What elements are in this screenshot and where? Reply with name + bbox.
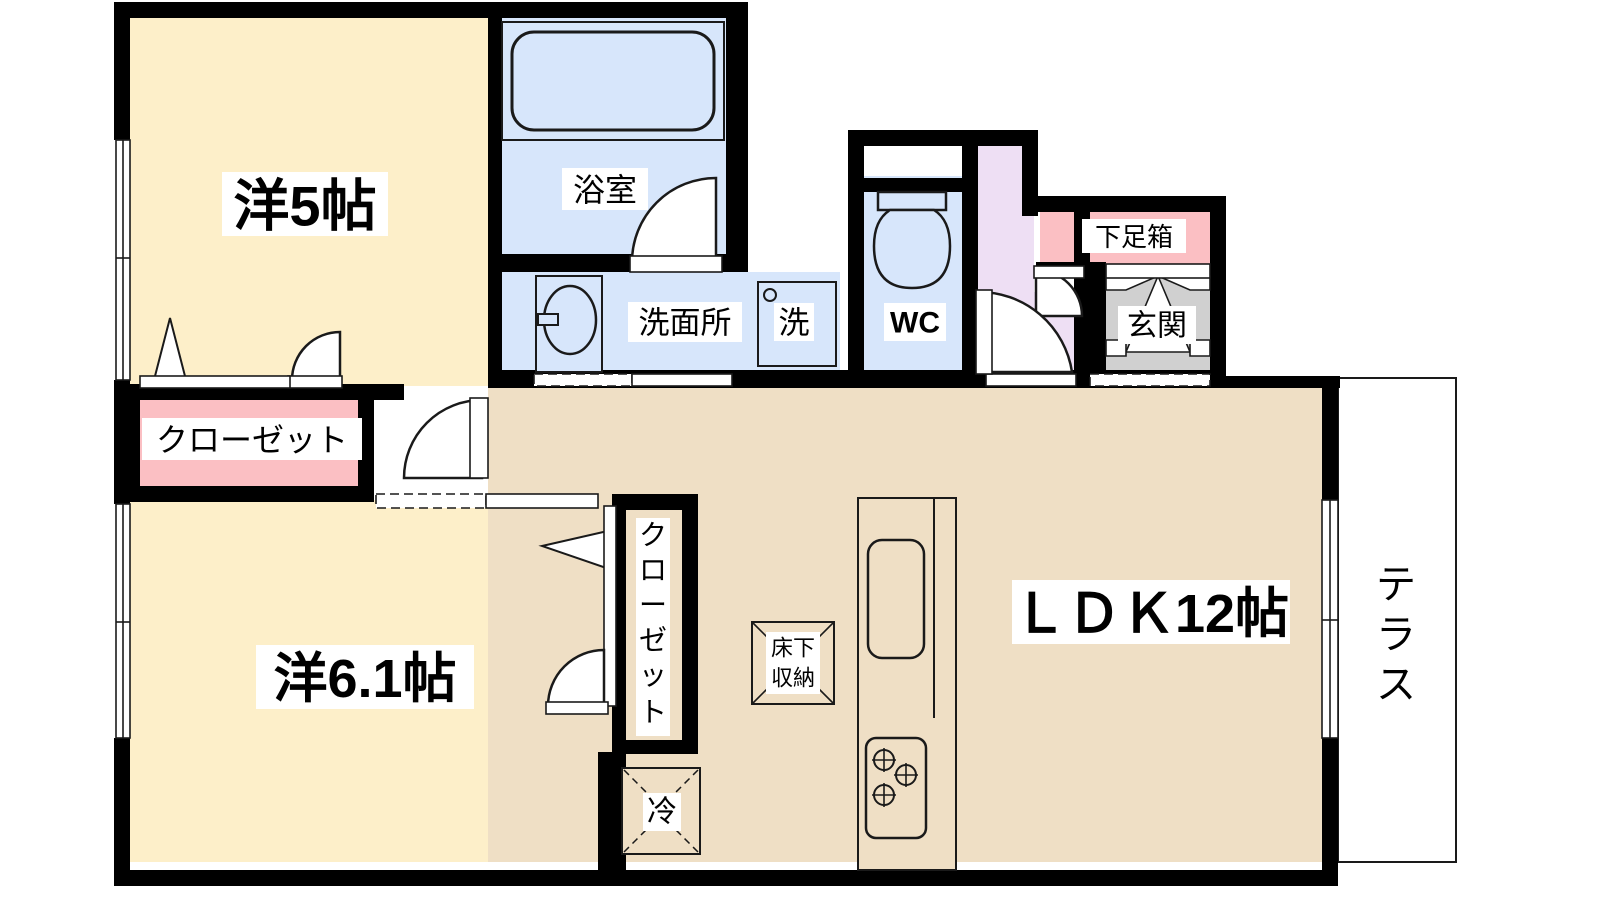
wall-west-c — [114, 738, 130, 886]
wall-wc-win-band — [848, 178, 964, 192]
window-wc-north — [864, 148, 962, 176]
wall-wc-left — [848, 130, 864, 384]
terrace: テ ラ ス — [1337, 377, 1457, 863]
wall-bath-right — [726, 2, 748, 268]
label-bedroom5: 洋5帖 — [222, 172, 388, 238]
wall-ldk-east-b — [1322, 738, 1338, 886]
windows — [115, 139, 1339, 739]
svg-text:クローゼット: クローゼット — [156, 422, 348, 458]
wall-ldk-east-a — [1322, 376, 1338, 500]
window-bedroom5-west — [115, 139, 131, 381]
terrace-label: テ ラ ス — [1376, 563, 1416, 707]
toilet-icon — [872, 190, 952, 290]
svg-text:ゼ: ゼ — [639, 625, 667, 656]
bathtub-icon — [501, 21, 725, 141]
wall-wc-top — [848, 130, 978, 146]
door-bedroom5 — [287, 330, 343, 389]
sliding-door-entry — [985, 373, 1211, 387]
label-fridge: 冷 — [643, 793, 681, 831]
svg-text:テ: テ — [1376, 563, 1416, 607]
sliding-door-washroom — [533, 373, 733, 387]
terrace-area — [1337, 377, 1457, 863]
label-closet-mid: ク ロ ー ゼ ッ ト — [636, 518, 670, 736]
svg-text:ー: ー — [639, 590, 667, 621]
door-bedroom5-folding — [139, 317, 291, 389]
wall-closetmid-bottom — [612, 740, 698, 754]
wall-hall-right-mid — [1074, 212, 1090, 384]
svg-text:ＬＤＫ12帖: ＬＤＫ12帖 — [1013, 584, 1289, 644]
gas-stove-icon — [864, 736, 928, 840]
wall-ldk-nook-left — [598, 752, 614, 872]
label-underfloor: 床下 収納 — [766, 632, 820, 694]
wall-genkan-left — [1088, 262, 1106, 386]
svg-text:洗: 洗 — [779, 306, 810, 341]
wall-entry-top — [1022, 196, 1226, 212]
label-ldk: ＬＤＫ12帖 — [1012, 580, 1290, 644]
svg-text:ロ: ロ — [639, 555, 667, 586]
svg-text:玄関: 玄関 — [1127, 310, 1187, 343]
svg-text:浴室: 浴室 — [573, 172, 637, 208]
svg-text:ク: ク — [639, 520, 667, 551]
wall-wc-right — [962, 146, 978, 384]
door-hall-bedroom5 — [402, 397, 489, 480]
door-hall-entry — [975, 289, 1074, 375]
label-bath: 浴室 — [562, 168, 648, 210]
doors — [139, 176, 1211, 715]
wall-hall-top — [962, 130, 1038, 146]
wall-closetmid-top — [612, 494, 698, 510]
label-bedroom6: 洋6.1帖 — [256, 645, 474, 709]
kitchen-sink-icon — [866, 538, 926, 660]
svg-text:ッ: ッ — [639, 660, 667, 691]
wall-closet-top-left — [126, 384, 140, 502]
wall-entry-right — [1210, 196, 1226, 384]
svg-text:ラ: ラ — [1376, 613, 1416, 657]
wall-closetmid-right — [682, 494, 698, 752]
window-ldk-east — [1321, 499, 1339, 739]
door-bath — [629, 176, 723, 273]
wall-closet-top-right — [358, 384, 374, 502]
label-closet-top: クローゼット — [142, 418, 362, 460]
svg-text:冷: 冷 — [647, 796, 677, 829]
door-genkan — [1105, 263, 1211, 279]
svg-text:収納: 収納 — [771, 666, 815, 691]
svg-text:ス: ス — [1376, 663, 1416, 707]
svg-text:WC: WC — [890, 307, 940, 340]
wall-washroom-left — [488, 268, 502, 384]
wall-closet-top-bottom — [126, 486, 374, 502]
label-genkan: 玄関 — [1118, 306, 1196, 344]
wall-west-a — [114, 2, 130, 140]
svg-text:床下: 床下 — [771, 636, 815, 661]
label-wc: WC — [884, 303, 946, 341]
label-shoebox: 下足箱 — [1082, 219, 1186, 253]
kitchen-counter — [857, 497, 957, 871]
room-labels: 洋5帖 浴室 洗面所 洗 WC 下足箱 玄関 — [142, 168, 1290, 831]
svg-text:洋5帖: 洋5帖 — [233, 175, 376, 238]
door-wc — [1033, 265, 1085, 318]
vanity-sink-icon — [535, 275, 603, 373]
wall-top — [114, 2, 748, 18]
svg-text:洗面所: 洗面所 — [639, 306, 732, 341]
label-washroom: 洗面所 — [628, 302, 742, 342]
window-bedroom6-west — [115, 503, 131, 739]
wall-bottom — [114, 870, 1336, 886]
svg-text:下足箱: 下足箱 — [1095, 222, 1173, 252]
svg-text:ト: ト — [639, 697, 667, 728]
wall-hall-stub — [374, 384, 404, 400]
label-washer: 洗 — [774, 303, 814, 341]
sliding-door-bedroom6 — [375, 493, 599, 509]
door-closet-mid — [538, 505, 617, 715]
svg-text:洋6.1帖: 洋6.1帖 — [273, 649, 456, 709]
